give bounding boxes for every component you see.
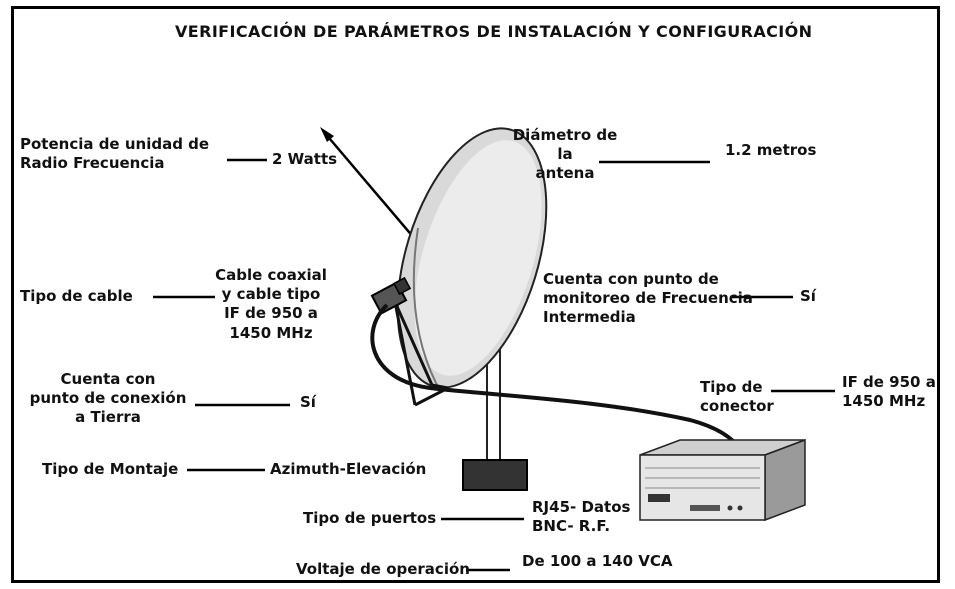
mount-type-label: Tipo de Montaje <box>42 460 179 478</box>
port-type-label: Tipo de puertos <box>303 509 437 527</box>
rf-power-label: Potencia de unidad de Radio Frecuencia <box>20 135 210 173</box>
connector-type-value: IF de 950 a 1450 MHz <box>842 373 936 411</box>
diagram-title: VERIFICACIÓN DE PARÁMETROS DE INSTALACIÓ… <box>175 22 813 41</box>
operating-voltage-label: Voltaje de operación <box>296 560 470 578</box>
if-monitor-value: Sí <box>800 287 816 305</box>
if-monitor-label: Cuenta con punto de monitoreo de Frecuen… <box>543 270 753 327</box>
satellite-dish <box>396 127 548 389</box>
coaxial-cable <box>370 303 744 454</box>
mount-type-value: Azimuth-Elevación <box>270 460 427 478</box>
cable-type-label: Tipo de cable <box>20 287 133 305</box>
feed-support <box>393 301 449 407</box>
antenna-diameter-value: 1.2 metros <box>725 141 817 159</box>
operating-voltage-value: De 100 a 140 VCA <box>522 552 673 570</box>
mount-base <box>462 459 528 491</box>
rf-power-value: 2 Watts <box>272 150 338 168</box>
ground-point-label: Cuenta con punto de conexión a Tierra <box>29 370 187 427</box>
ground-point-value: Sí <box>300 393 316 411</box>
antenna-diameter-label: Diámetro de la antena <box>512 126 618 183</box>
indoor-unit <box>639 438 806 522</box>
cable-type-value: Cable coaxial y cable tipo IF de 950 a 1… <box>215 266 327 342</box>
lnb-feedhorn <box>370 276 412 315</box>
connector-type-label: Tipo de conector <box>700 378 774 416</box>
leader-lines <box>153 158 835 572</box>
port-type-value: RJ45- Datos BNC- R.F. <box>532 498 631 536</box>
